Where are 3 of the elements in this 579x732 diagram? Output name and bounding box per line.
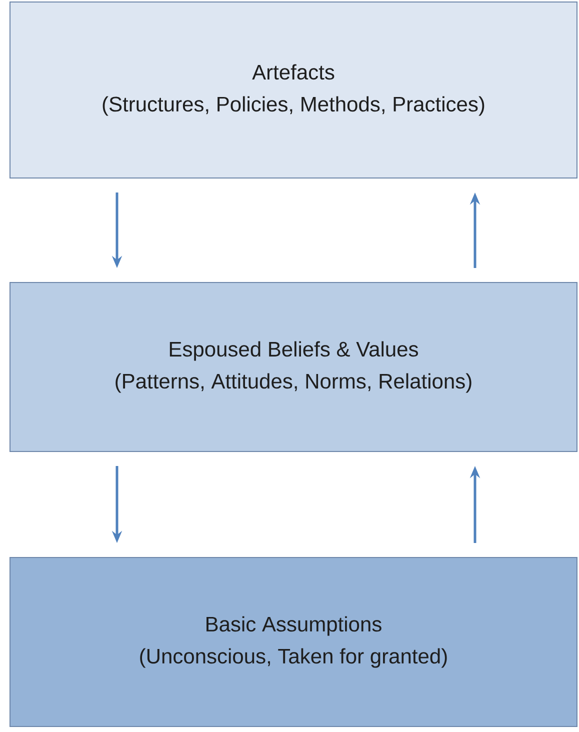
layer-box: Basic Assumptions (Unconscious, Taken for granted) — [10, 557, 578, 727]
layer-box: Espoused Beliefs & Values (Patterns, Attitudes, Norms, Relations) — [10, 282, 578, 452]
layer-box: Artefacts (Structures, Policies, Methods, Practices) — [10, 2, 578, 179]
